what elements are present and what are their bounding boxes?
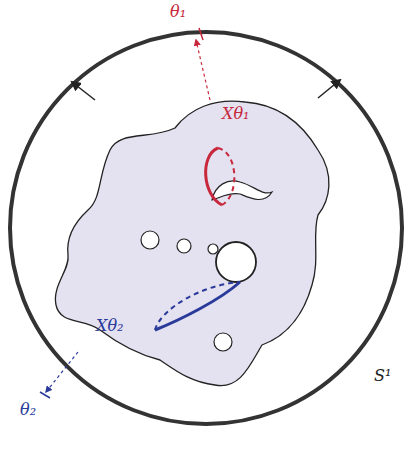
angle-label: θ₂ xyxy=(20,402,36,418)
curve xyxy=(155,282,240,330)
leader-arrow xyxy=(46,352,78,392)
hole xyxy=(216,242,256,282)
hole xyxy=(177,239,191,253)
boundary-circle xyxy=(10,32,402,424)
curve-label: Xθ₁ xyxy=(222,106,249,122)
curve xyxy=(155,282,240,330)
curve-label: Xθ₂ xyxy=(96,318,123,334)
outward-arrow xyxy=(318,80,340,98)
hole xyxy=(141,231,159,249)
curve xyxy=(206,148,222,205)
hole xyxy=(214,333,232,351)
curve xyxy=(218,148,234,205)
tick xyxy=(199,28,203,40)
circle-label: S¹ xyxy=(374,368,391,384)
tick xyxy=(40,392,50,398)
surface xyxy=(55,101,329,386)
handle-slit xyxy=(212,181,272,200)
hole xyxy=(208,244,218,254)
outward-arrow xyxy=(72,82,95,100)
leader-arrow xyxy=(196,40,210,100)
angle-label: θ₁ xyxy=(170,4,186,20)
